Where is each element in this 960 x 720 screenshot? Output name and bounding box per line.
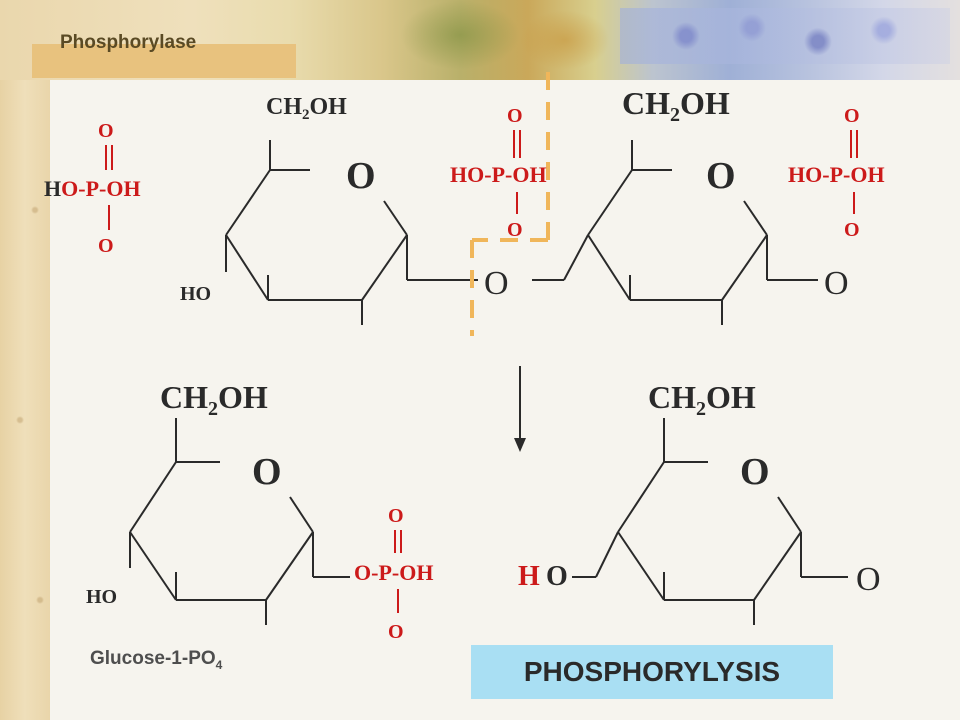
glucose-ring: [532, 140, 818, 325]
reaction-arrow-head: [514, 438, 526, 452]
title-strip: [32, 44, 296, 78]
glycosidic-oxygen: O: [824, 265, 849, 302]
ring-oxygen: O: [346, 155, 376, 197]
ch2oh-label: CH2OH: [266, 94, 347, 123]
ch2oh-label: CH2OH: [622, 85, 730, 126]
phosphate-oxygen: O: [507, 105, 523, 127]
leaf-decoration: [400, 0, 520, 70]
terminal-oxygen: O: [856, 561, 881, 598]
glycosidic-oxygen: O: [484, 265, 509, 302]
glucose-ring: [225, 140, 478, 325]
ch2oh-label: CH2OH: [648, 379, 756, 420]
decorative-banner: [0, 0, 960, 80]
phosphate-group: HO-P-OH: [44, 176, 141, 201]
glucose-ring: [572, 418, 848, 625]
phosphate-group: HO-P-OH: [450, 162, 547, 187]
cleavage-line: [470, 72, 550, 336]
flower-decoration: [620, 8, 950, 64]
hydroxyl-oxygen: O: [546, 561, 568, 592]
phosphate-group: HO-P-OH: [788, 162, 885, 187]
phosphate-group: O-P-OH: [354, 560, 433, 585]
ring-oxygen: O: [252, 451, 282, 493]
hydroxyl-label: HO: [86, 586, 117, 608]
hydroxyl-label: HO: [180, 283, 211, 305]
phosphate-oxygen: O: [844, 105, 860, 127]
reaction-label: PHOSPHORYLYSIS: [523, 656, 781, 687]
transferred-hydrogen: H: [518, 561, 540, 592]
phosphate-oxygen: O: [98, 235, 114, 257]
phosphate-oxygen: O: [388, 505, 404, 527]
slide-title: Phosphorylase: [60, 32, 197, 53]
leaf-decoration: [520, 10, 610, 70]
phosphate-oxygen: O: [388, 621, 404, 643]
reaction-label-box: PHOSPHORYLYSIS: [471, 645, 833, 699]
ring-oxygen: O: [706, 155, 736, 197]
phosphate-oxygen: O: [844, 219, 860, 241]
parchment-border: [0, 0, 50, 720]
product-caption: Glucose-1-PO4: [90, 648, 223, 672]
phosphate-oxygen: O: [507, 219, 523, 241]
glucose-ring: [129, 418, 350, 625]
ch2oh-label: CH2OH: [160, 379, 268, 420]
ring-oxygen: O: [740, 451, 770, 493]
phosphate-oxygen: O: [98, 120, 114, 142]
